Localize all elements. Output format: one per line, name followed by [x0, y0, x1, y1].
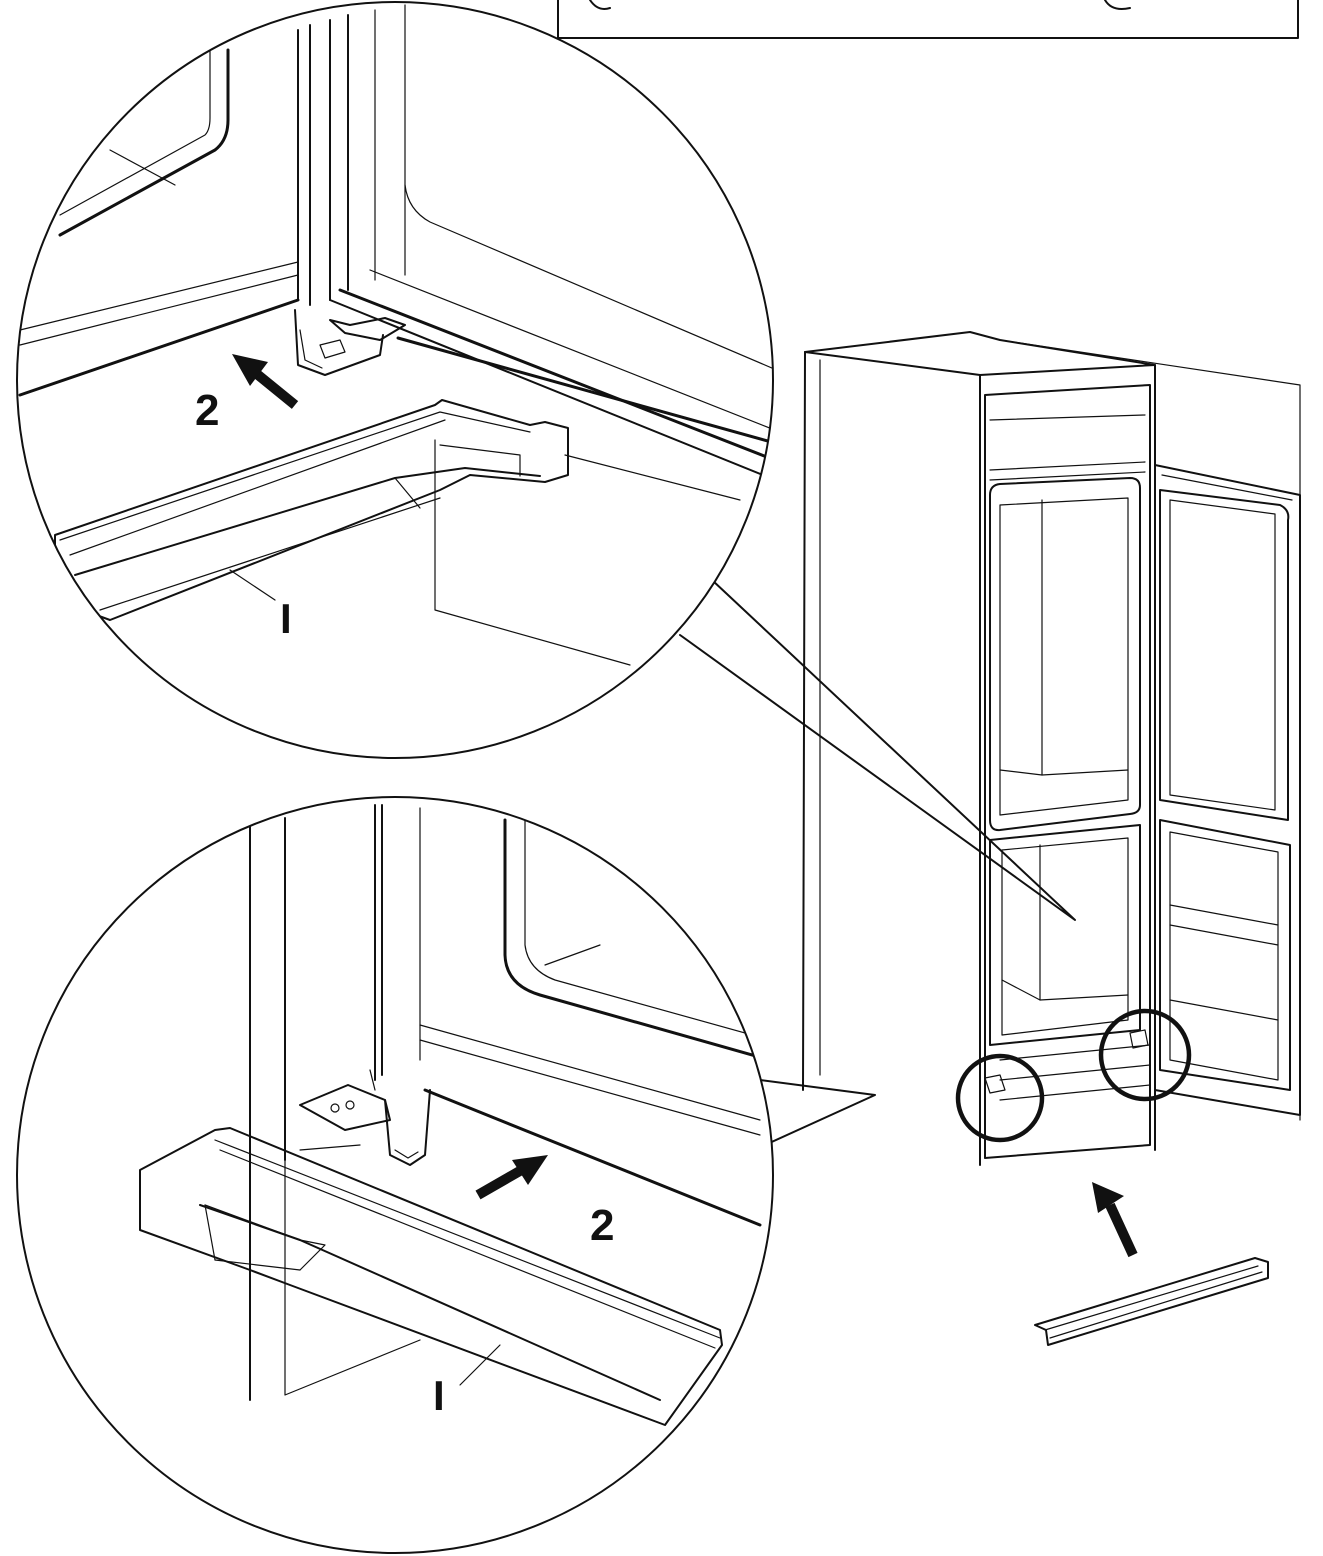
step-label-bottom: 2 — [590, 1201, 614, 1250]
detail-view-bottom — [16, 796, 876, 1554]
part-label-bottom: I — [433, 1372, 445, 1419]
loose-trim-part — [1034, 1257, 1269, 1346]
push-arrow-icon-top — [232, 354, 299, 409]
step-label-top: 2 — [195, 386, 219, 435]
detail-view-top — [16, 1, 1076, 921]
fridge-cabinet — [802, 331, 1301, 1166]
part-label-top: I — [280, 595, 292, 642]
part-leader-line-bottom — [459, 1344, 501, 1386]
part-leader-line-top — [229, 569, 276, 601]
callout-circle-right — [1098, 1008, 1192, 1102]
instruction-frame — [557, 0, 1299, 39]
insert-arrow-icon — [1092, 1182, 1138, 1258]
callout-circle-left — [955, 1053, 1045, 1143]
push-arrow-icon-bottom — [475, 1155, 548, 1200]
